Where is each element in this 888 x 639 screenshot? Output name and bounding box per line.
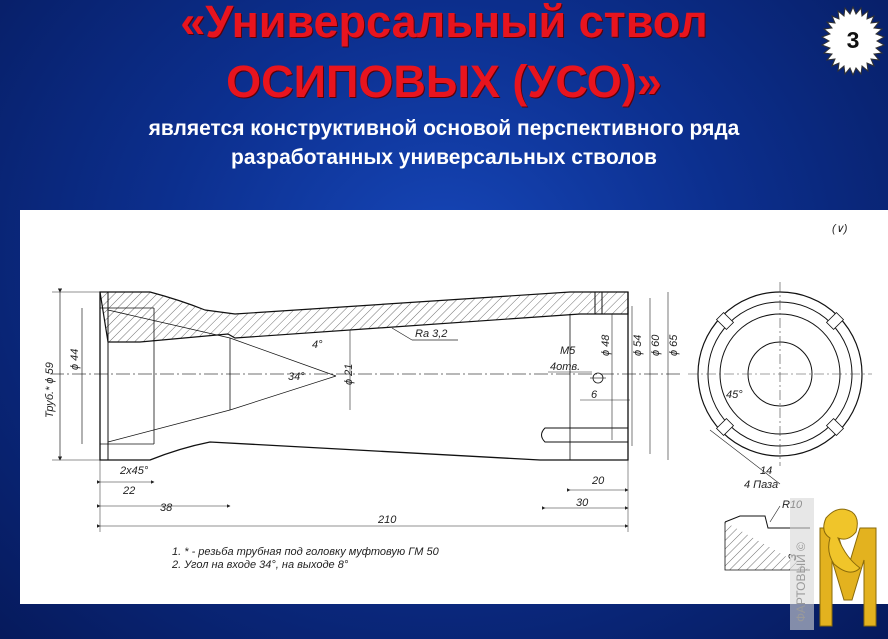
end-view	[688, 282, 872, 485]
watermark-text: ФАРТОВЫЙ ©	[794, 542, 808, 622]
dim-30: 30	[576, 497, 589, 509]
roughness-leader	[391, 327, 413, 341]
roughness-ra: Ra 3,2	[415, 328, 447, 340]
slide-number: 3	[846, 27, 860, 53]
cone-angle-line-lower	[229, 375, 337, 411]
chamfer-2x45: 2x45°	[119, 465, 149, 477]
label-4-grooves: 4 Паза	[744, 479, 778, 491]
dim-210: 210	[377, 514, 397, 526]
barrel-technical-drawing: Труб.* ϕ 59 ϕ 44 4° 34° ϕ 21 Ra 3,2 (∨) …	[44, 223, 872, 571]
roughness-general: (∨)	[832, 223, 848, 235]
barrel-upper-wall-section	[99, 291, 629, 343]
dim-22: 22	[122, 485, 135, 497]
cone-angle-line-upper	[229, 337, 337, 377]
dim-20: 20	[591, 475, 605, 487]
dim-38: 38	[160, 502, 173, 514]
groove-detail	[724, 505, 810, 571]
slide-subtitle-line1: является конструктивной основой перспект…	[148, 117, 740, 140]
note-2: 2. Угол на входе 34°, на выходе 8°	[171, 559, 349, 571]
inlet-cone-lower	[107, 409, 231, 443]
slide-title-line2: ОСИПОВЫХ (УСО)»	[226, 56, 662, 107]
dim-d54: ϕ 54	[632, 335, 644, 356]
outlet-groove	[541, 427, 629, 443]
label-4-holes: 4отв.	[550, 361, 580, 373]
note-1: 1. * - резьба трубная под головку муфтов…	[172, 546, 440, 558]
slide-number-badge-icon	[820, 5, 886, 77]
fartovy-logo-icon	[790, 498, 877, 630]
dim-d48: ϕ 48	[600, 334, 612, 356]
label-m5: M5	[560, 345, 576, 357]
angle-45: 45°	[726, 389, 743, 401]
dim-trub-59: Труб.* ϕ 59	[44, 362, 56, 418]
watermark-text-box: ФАРТОВЫЙ ©	[790, 510, 814, 628]
angle-4: 4°	[312, 339, 323, 351]
dim-d44: ϕ 44	[69, 349, 81, 370]
inlet-cone-upper	[107, 309, 231, 339]
dim-d60: ϕ 60	[650, 334, 662, 356]
dim-14: 14	[760, 465, 772, 477]
barrel-outer-contour	[99, 292, 629, 461]
angle-34: 34°	[288, 371, 305, 383]
dim-6: 6	[591, 389, 598, 401]
dim-d65: ϕ 65	[668, 334, 680, 356]
slide-title-line1: «Универсальный ствол	[180, 0, 708, 47]
dim-d21: ϕ 21	[343, 364, 355, 385]
slide-subtitle-line2: разработанных универсальных стволов	[231, 146, 657, 169]
technical-drawing-panel: Труб.* ϕ 59 ϕ 44 4° 34° ϕ 21 Ra 3,2 (∨) …	[20, 210, 888, 604]
